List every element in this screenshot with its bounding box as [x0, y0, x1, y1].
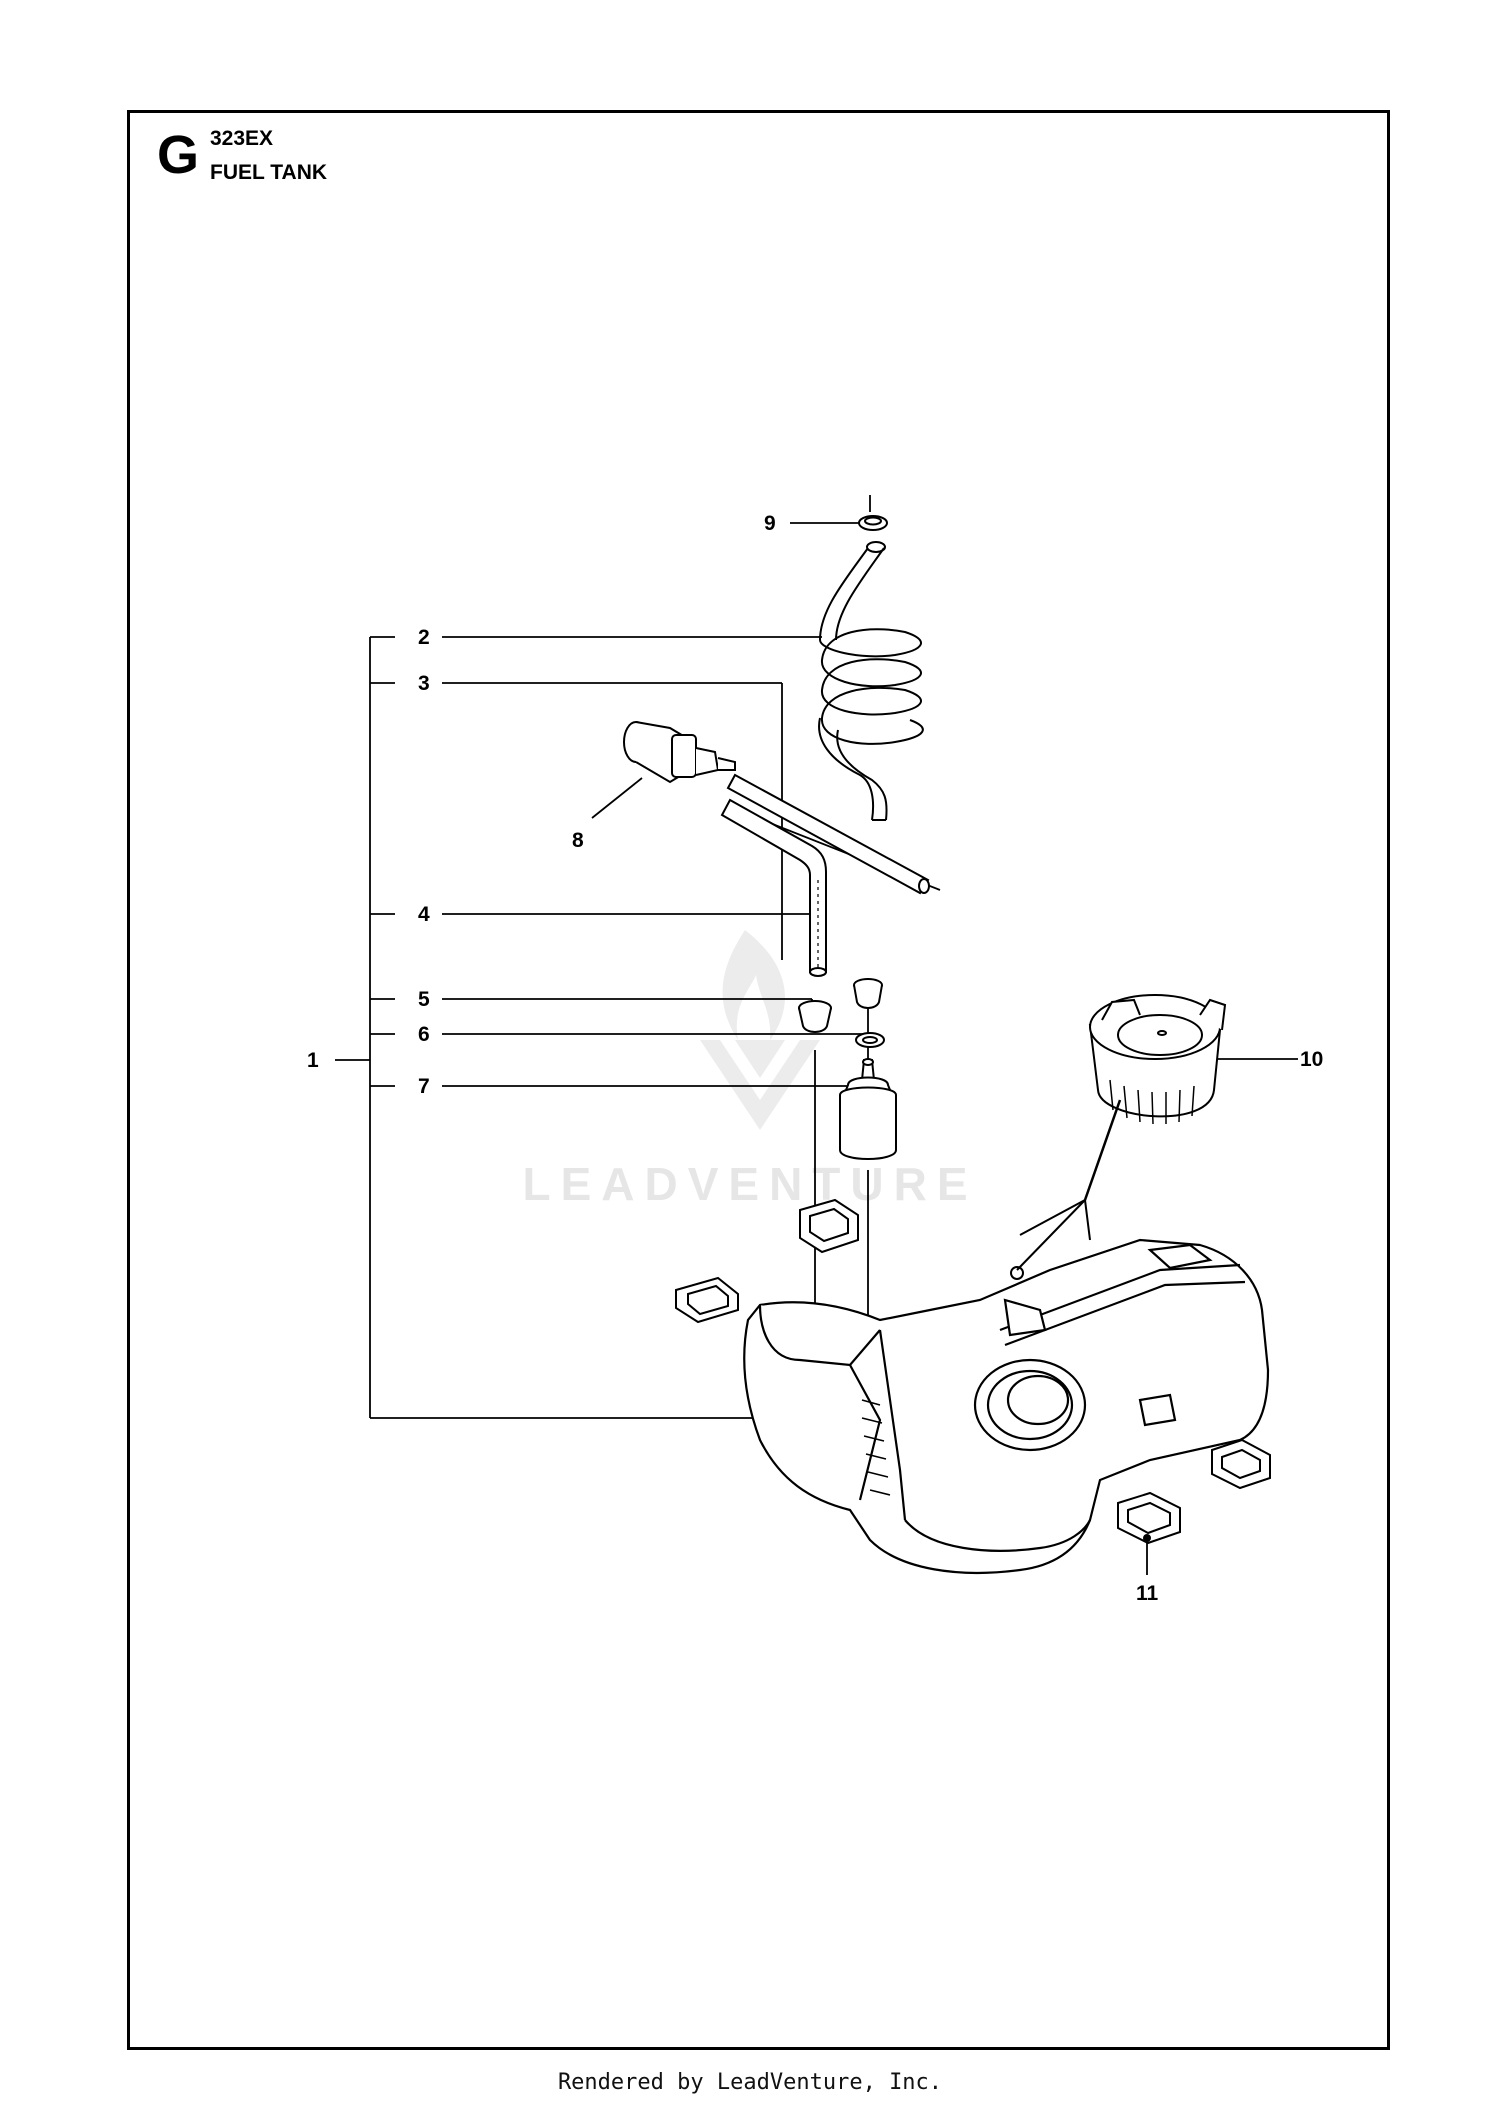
callout-9: 9 [764, 512, 776, 535]
part-11-rubber-foot [1117, 1438, 1271, 1545]
callout-4: 4 [418, 903, 430, 926]
part-10-fuel-cap [1010, 994, 1227, 1280]
callout-5: 5 [418, 988, 430, 1011]
callout-2: 2 [418, 626, 430, 649]
part-7-fuel-filter [839, 1058, 897, 1160]
part-5-grommet [798, 978, 883, 1033]
callout-10: 10 [1300, 1048, 1323, 1071]
watermark-logo-icon [700, 930, 820, 1130]
diagram-title: FUEL TANK [210, 161, 328, 184]
part-3-fuel-hose [726, 773, 930, 895]
callouts: 1 2 3 4 5 6 7 8 9 10 11 [307, 512, 1323, 1605]
diagram-frame [127, 110, 1390, 2050]
callout-8: 8 [572, 829, 584, 852]
fuel-tank-body [743, 1238, 1270, 1575]
callout-11: 11 [1136, 1582, 1159, 1605]
part-9-o-ring [858, 515, 888, 531]
part-4-fuel-hose-bent [720, 798, 827, 977]
callout-1: 1 [307, 1049, 319, 1072]
callout-6: 6 [418, 1023, 430, 1046]
section-letter: G [157, 125, 200, 185]
part-2-coiled-fuel-hose [818, 541, 924, 821]
watermark: LEADVENTURE [522, 930, 977, 1210]
watermark-text: LEADVENTURE [522, 1158, 977, 1210]
footer-credit: Rendered by LeadVenture, Inc. [557, 2070, 943, 2095]
item-1-bracket [335, 636, 770, 1419]
tank-gasket [675, 1198, 859, 1324]
callout-7: 7 [418, 1075, 430, 1098]
part-8-fuel-valve [623, 721, 736, 784]
model-name: 323EX [210, 127, 274, 150]
part-6-clamp [855, 1032, 885, 1048]
callout-3: 3 [418, 672, 430, 695]
